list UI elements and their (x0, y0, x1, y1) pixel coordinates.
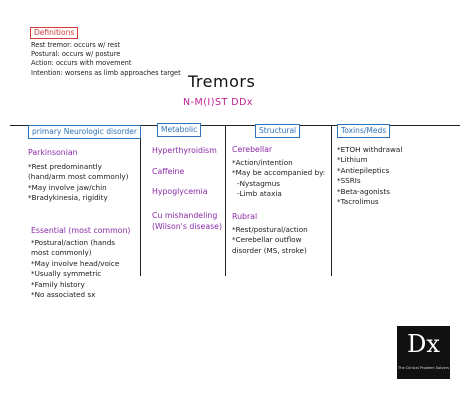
logo-caption: The Clinical Problem Solvers (398, 366, 449, 370)
list-item: *Rest/postural/action (232, 225, 308, 234)
definition-line: Action: occurs with movement (31, 59, 132, 68)
metabolic-item: Hypoglycemia (152, 187, 208, 196)
essential-list: *Postural/action (hands most commonly) *… (31, 238, 119, 300)
vertical-divider (225, 126, 226, 276)
list-item: disorder (MS, stroke) (232, 245, 307, 255)
list-item: *Rest predominantly (28, 162, 102, 171)
metabolic-item: Cu mishandeling (152, 211, 218, 220)
list-item: *Beta-agonists (337, 186, 390, 196)
list-item: -Nystagmus (237, 178, 281, 188)
definition-line: Rest tremor: occurs w/ rest (31, 41, 121, 49)
cerebellar-heading: Cerebellar (232, 145, 273, 154)
page-title: Tremors (188, 72, 256, 91)
logo-text: Dx (407, 330, 440, 358)
essential-heading: Essential (most common) (31, 226, 131, 235)
metabolic-item: (Wilson's disease) (152, 222, 223, 231)
parkinsonian-heading: Parkinsonian (28, 148, 78, 157)
page-subtitle: N-M(I)ST DDx (183, 97, 254, 108)
definition-line: Intention: worsens as limb approaches ta… (31, 68, 181, 77)
list-item: *Tacrolimus (337, 197, 379, 207)
list-item: *May be accompanied by: (232, 168, 326, 178)
category-neurologic: primary Neurologic disorder (28, 125, 141, 139)
list-item: *Postural/action (hands (31, 238, 115, 247)
toxins-list: *ETOH withdrawal *Lithium *Antiepileptic… (337, 145, 402, 207)
list-item: *Cerebellar outflow (232, 235, 302, 245)
list-item: *Bradykinesia, rigidity (28, 193, 108, 203)
list-item: *Antiepileptics (337, 165, 390, 175)
list-item: *Family history (31, 279, 85, 289)
category-metabolic: Metabolic (157, 123, 202, 137)
list-item: (hand/arm most commonly) (28, 172, 129, 182)
list-item: most commonly) (31, 248, 92, 258)
definition-line: Postural: occurs w/ posture (31, 50, 121, 59)
definitions-heading: Definitions (30, 27, 79, 39)
definitions-list: Rest tremor: occurs w/ rest Postural: oc… (31, 41, 181, 78)
vertical-divider (140, 126, 141, 276)
list-item: *May involve head/voice (31, 258, 120, 268)
parkinsonian-list: *Rest predominantly (hand/arm most commo… (28, 162, 128, 204)
list-item: *No associated sx (31, 290, 96, 300)
list-item: *SSRIs (337, 176, 361, 186)
metabolic-item: Hyperthyroidism (152, 146, 217, 155)
list-item: -Limb ataxia (237, 189, 282, 199)
list-item: *Usually symmetric (31, 269, 102, 279)
rubral-heading: Rubral (232, 212, 258, 221)
metabolic-item: Caffeine (152, 167, 185, 176)
list-item: *Action/intention (232, 158, 293, 167)
category-structural: Structural (255, 124, 301, 138)
rubral-list: *Rest/postural/action *Cerebellar outflo… (232, 225, 308, 256)
category-toxins-meds: Toxins/Meds (337, 124, 391, 138)
horizontal-divider (10, 125, 460, 126)
list-item: *Lithium (337, 155, 368, 165)
list-item: *May involve jaw/chin (28, 182, 107, 192)
cerebellar-list: *Action/intention *May be accompanied by… (232, 158, 325, 200)
vertical-divider (331, 126, 332, 276)
dx-logo: Dx The Clinical Problem Solvers (397, 326, 450, 379)
list-item: *ETOH withdrawal (337, 145, 403, 154)
